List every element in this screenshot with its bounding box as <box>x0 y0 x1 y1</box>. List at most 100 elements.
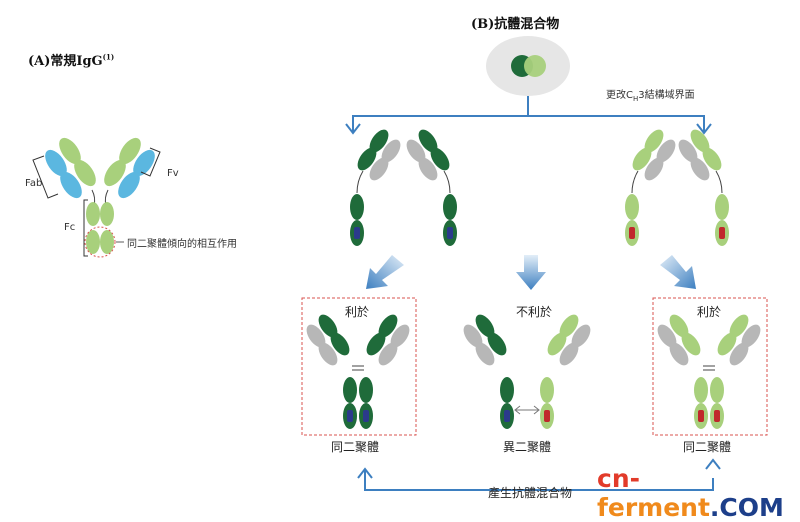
heavy-chain-ch1 <box>702 147 722 171</box>
mutation-mark <box>629 227 635 239</box>
fv-bracket <box>140 147 161 177</box>
heavy-chain-ch2 <box>540 377 554 403</box>
mutation-mark <box>354 227 360 239</box>
watermark-logo: cn-ferment.COM <box>597 464 784 522</box>
light-chain-variable <box>463 324 483 348</box>
heavy-chain-variable <box>475 314 495 338</box>
heavy-chain-variable <box>644 129 664 153</box>
heavy-chain-ch2 <box>715 194 729 220</box>
fc-bracket <box>83 199 88 257</box>
distribution-line <box>352 115 705 132</box>
heavy-chain-ch2 <box>350 194 364 220</box>
arrow-left-icon <box>366 255 404 289</box>
half-antibody <box>625 129 676 246</box>
light-chain-variable <box>741 324 761 348</box>
result-box-left <box>301 297 417 436</box>
heavy-chain-ch2 <box>500 377 514 403</box>
interaction-highlight <box>84 226 116 258</box>
fab-bracket <box>32 155 59 199</box>
heavy-chain-ch1 <box>357 147 377 171</box>
mutation-mark <box>698 410 704 422</box>
heavy-chain-ch2 <box>359 377 373 403</box>
heavy-chain-ch1 <box>717 332 737 356</box>
arrow-up-icon <box>357 467 373 479</box>
panel-a-title: (A)常規IgG(1) <box>28 52 115 69</box>
half-antibody <box>350 129 401 246</box>
light-chain-variable <box>656 139 676 163</box>
repulsion-arrow-icon <box>514 405 540 415</box>
arrow-up-right-icon <box>705 458 721 470</box>
mutation-mark <box>363 410 369 422</box>
outcome-left-top: 利於 <box>345 305 370 319</box>
heavy-chain-variable <box>369 129 389 153</box>
arrow-down-left-icon <box>345 123 361 135</box>
heavy-chain-ch2 <box>710 377 724 403</box>
heavy-chain-ch1 <box>430 147 450 171</box>
heavy-chain-variable <box>318 314 338 338</box>
heavy-chain-ch1 <box>330 332 350 356</box>
mutation-mark <box>504 410 510 422</box>
light-chain-constant <box>729 342 749 366</box>
mixture-blob <box>486 36 570 96</box>
outcome-center-bottom: 異二聚體 <box>503 440 552 454</box>
igg-right-arm <box>104 137 155 199</box>
light-chain-constant <box>418 157 438 181</box>
fv-label: Fv <box>167 168 179 179</box>
light-chain-variable <box>306 324 326 348</box>
heavy-chain-variable <box>559 314 579 338</box>
mutation-mark <box>347 410 353 422</box>
half-antibody <box>406 129 457 246</box>
fc-label: Fc <box>64 222 76 233</box>
heavy-chain-variable <box>418 129 438 153</box>
light-chain-variable <box>381 139 401 163</box>
light-chain-constant <box>318 342 338 366</box>
heavy-chain-ch1 <box>487 332 507 356</box>
light-chain-constant <box>559 342 579 366</box>
heavy-chain-ch1 <box>366 332 386 356</box>
return-line <box>364 470 714 491</box>
outcome-right-bottom: 同二聚體 <box>683 440 732 454</box>
arrow-right-icon <box>660 255 696 289</box>
interface-label: 更改CH3結構域界面 <box>606 90 695 103</box>
igg-fc <box>86 202 114 254</box>
bottom-label: 產生抗體混合物 <box>488 486 573 500</box>
full-antibody <box>657 314 761 429</box>
panel-b-title: (B)抗體混合物 <box>471 17 560 32</box>
light-chain-variable <box>406 139 426 163</box>
full-antibody <box>463 314 591 429</box>
heavy-chain-variable <box>669 314 689 338</box>
outcome-right-top: 利於 <box>697 305 722 319</box>
mutation-mark <box>544 410 550 422</box>
panel-a-igg <box>32 137 161 258</box>
light-chain-constant <box>669 342 689 366</box>
fab-label: Fab <box>25 178 43 189</box>
full-antibody <box>306 314 410 429</box>
heavy-chain-ch2 <box>343 377 357 403</box>
light-chain-variable <box>657 324 677 348</box>
outcome-arrows <box>366 255 696 290</box>
mutation-mark <box>714 410 720 422</box>
half-antibody <box>678 129 729 246</box>
antibody-diagram <box>32 36 768 491</box>
heavy-chain-ch2 <box>694 377 708 403</box>
heavy-chain-ch1 <box>681 332 701 356</box>
light-chain-variable <box>571 324 591 348</box>
arrow-down-right-icon <box>696 123 712 135</box>
outcome-left-bottom: 同二聚體 <box>331 440 380 454</box>
outcome-center-top: 不利於 <box>516 305 553 319</box>
assembled-antibodies <box>306 314 761 429</box>
mutation-mark <box>719 227 725 239</box>
light-chain-constant <box>690 157 710 181</box>
light-chain-constant <box>369 157 389 181</box>
heavy-chain-variable <box>378 314 398 338</box>
light-chain-constant <box>378 342 398 366</box>
light-chain-constant <box>475 342 495 366</box>
arrow-center-icon <box>516 255 546 290</box>
igg-left-arm <box>45 137 96 199</box>
heavy-chain-variable <box>729 314 749 338</box>
light-chain-variable <box>678 139 698 163</box>
mutation-mark <box>447 227 453 239</box>
light-chain-variable <box>390 324 410 348</box>
result-box-right <box>652 297 768 436</box>
interaction-label: 同二聚體傾向的相互作用 <box>127 239 237 250</box>
